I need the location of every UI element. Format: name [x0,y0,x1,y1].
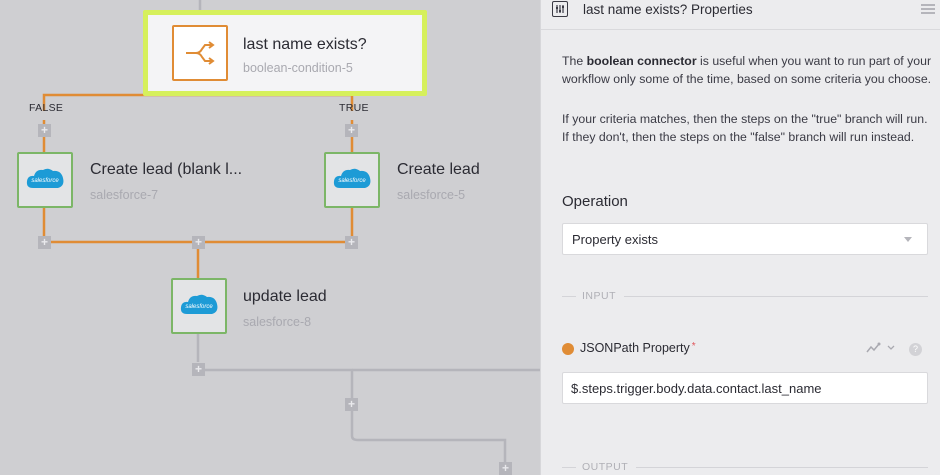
salesforce-node-icon[interactable]: salesforce [324,152,380,208]
workflow-canvas[interactable]: last name exists? boolean-condition-5 FA… [0,0,540,475]
add-step-button[interactable]: + [345,124,358,137]
add-step-button[interactable]: + [192,363,205,376]
salesforce-node-icon[interactable]: salesforce [171,278,227,334]
connector-branch-split [42,93,354,111]
selected-boolean-node[interactable]: last name exists? boolean-condition-5 [143,10,427,96]
node-title[interactable]: update lead [243,288,327,305]
chevron-down-icon[interactable] [886,344,896,352]
node-title[interactable]: Create lead [397,161,480,178]
add-step-button[interactable]: + [345,398,358,411]
panel-divider [541,29,940,30]
connector-continue [198,368,507,475]
description-paragraph-1: The boolean connector is useful when you… [562,54,932,86]
salesforce-icon: salesforce [26,168,64,188]
output-group-label: OUTPUT [562,461,928,473]
node-id: boolean-condition-5 [243,61,353,75]
property-type-dot [562,343,574,355]
properties-icon [552,1,568,17]
add-step-button[interactable]: + [38,236,51,249]
menu-icon[interactable] [921,4,935,16]
description-bold: boolean connector [586,54,697,68]
node-id: salesforce-7 [90,188,159,202]
jsonpath-property-label: JSONPath Property* [580,341,696,355]
panel-title: last name exists? Properties [583,2,753,17]
chevron-down-icon [904,237,912,242]
properties-panel: last name exists? Properties The boolean… [540,0,940,475]
node-id: salesforce-8 [243,315,312,329]
boolean-split-icon [172,25,228,81]
add-step-button[interactable]: + [192,236,205,249]
add-step-button[interactable]: + [38,124,51,137]
description-paragraph-2: If your criteria matches, then the steps… [562,112,928,144]
svg-text:salesforce: salesforce [185,304,213,310]
input-group-label: INPUT [562,290,928,302]
salesforce-icon: salesforce [333,168,371,188]
node-title: last name exists? [243,36,367,53]
add-step-button[interactable]: + [499,462,512,475]
add-step-button[interactable]: + [345,236,358,249]
operation-select[interactable]: Property exists [562,223,928,255]
operation-value: Property exists [572,232,658,247]
salesforce-node-icon[interactable]: salesforce [17,152,73,208]
node-title[interactable]: Create lead (blank l... [90,161,243,178]
jsonpath-input[interactable] [562,372,928,404]
property-tools[interactable] [866,342,896,354]
salesforce-icon: salesforce [180,294,218,314]
svg-text:salesforce: salesforce [31,178,59,184]
branch-true-label: TRUE [339,102,369,114]
node-id: salesforce-5 [397,188,466,202]
svg-text:salesforce: salesforce [338,178,366,184]
branch-false-label: FALSE [29,102,64,114]
help-icon[interactable]: ? [909,343,922,356]
operation-label: Operation [562,193,628,210]
panel-header: last name exists? Properties [541,0,940,26]
variable-picker-icon[interactable] [866,342,882,354]
